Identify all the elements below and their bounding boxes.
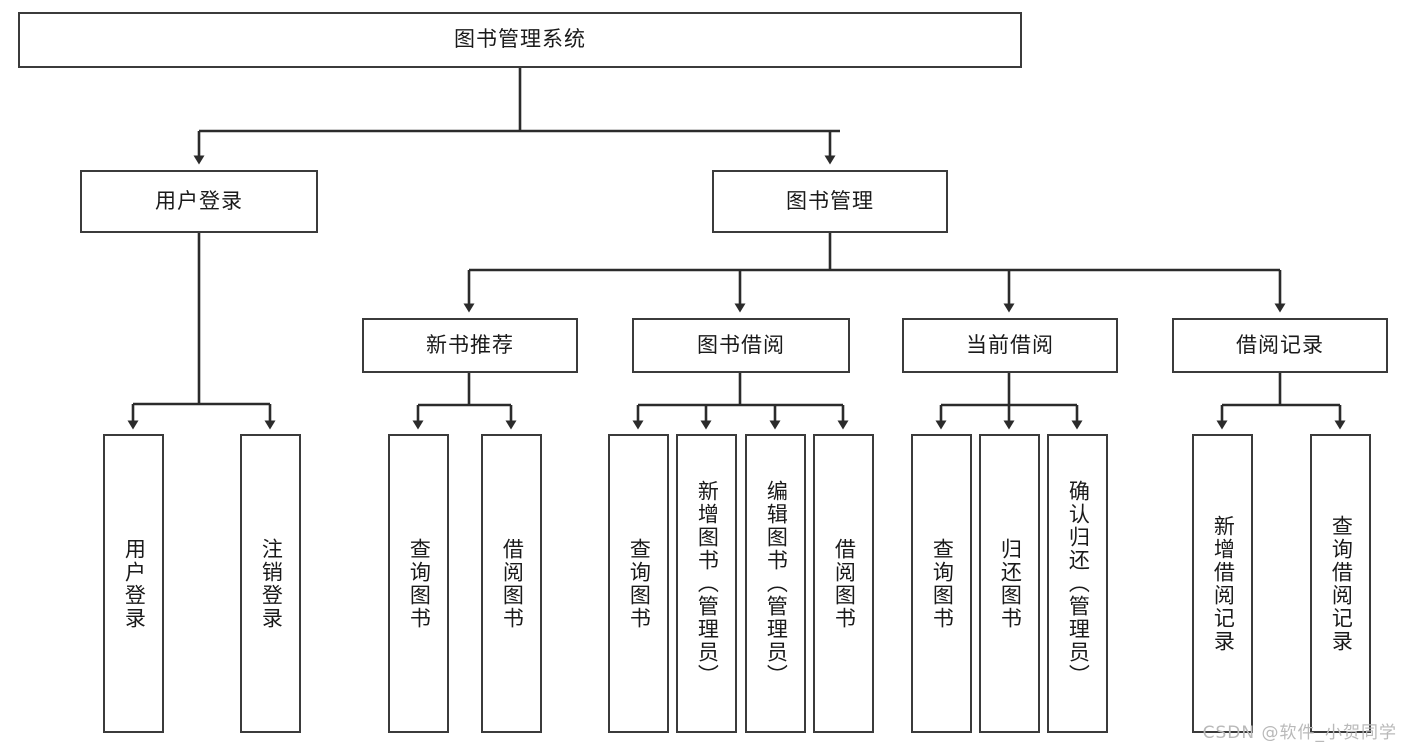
node-leaf-query-book-2[interactable]: 查询图书 bbox=[608, 434, 669, 733]
node-book-borrow[interactable]: 图书借阅 bbox=[632, 318, 850, 373]
node-leaf-user-login[interactable]: 用户登录 bbox=[103, 434, 164, 733]
node-user-login[interactable]: 用户登录 bbox=[80, 170, 318, 233]
node-leaf-add-record[interactable]: 新增借阅记录 bbox=[1192, 434, 1253, 733]
node-book-borrow-label: 图书借阅 bbox=[697, 332, 785, 357]
node-borrow-record-label: 借阅记录 bbox=[1236, 332, 1324, 357]
node-leaf-query-book-1[interactable]: 查询图书 bbox=[388, 434, 449, 733]
node-current-borrow-label: 当前借阅 bbox=[966, 332, 1054, 357]
node-leaf-query-book-3-label: 查询图书 bbox=[930, 537, 955, 630]
node-leaf-edit-book-label: 编辑图书（管理员） bbox=[764, 480, 789, 687]
node-leaf-return-book-label: 归还图书 bbox=[998, 537, 1023, 630]
node-user-login-label: 用户登录 bbox=[155, 188, 243, 213]
node-leaf-query-record[interactable]: 查询借阅记录 bbox=[1310, 434, 1371, 733]
node-root-label: 图书管理系统 bbox=[454, 27, 586, 52]
node-leaf-add-book-label: 新增图书（管理员） bbox=[695, 480, 720, 687]
node-leaf-logout-login-label: 注销登录 bbox=[259, 537, 284, 630]
node-leaf-query-book-2-label: 查询图书 bbox=[627, 537, 652, 630]
node-leaf-query-book-3[interactable]: 查询图书 bbox=[911, 434, 972, 733]
node-leaf-confirm-return-label: 确认归还（管理员） bbox=[1066, 480, 1091, 687]
node-leaf-borrow-book-1[interactable]: 借阅图书 bbox=[481, 434, 542, 733]
node-leaf-query-record-label: 查询借阅记录 bbox=[1329, 514, 1354, 653]
node-leaf-logout-login[interactable]: 注销登录 bbox=[240, 434, 301, 733]
node-borrow-record[interactable]: 借阅记录 bbox=[1172, 318, 1388, 373]
node-leaf-query-book-1-label: 查询图书 bbox=[407, 537, 432, 630]
node-leaf-return-book[interactable]: 归还图书 bbox=[979, 434, 1040, 733]
node-leaf-confirm-return[interactable]: 确认归还（管理员） bbox=[1047, 434, 1108, 733]
node-leaf-add-record-label: 新增借阅记录 bbox=[1211, 514, 1236, 653]
node-new-book-recommend[interactable]: 新书推荐 bbox=[362, 318, 578, 373]
node-leaf-borrow-book-1-label: 借阅图书 bbox=[500, 537, 525, 630]
csdn-watermark: CSDN @软件_小贺同学 bbox=[1202, 723, 1397, 743]
node-current-borrow[interactable]: 当前借阅 bbox=[902, 318, 1118, 373]
node-leaf-borrow-book-2[interactable]: 借阅图书 bbox=[813, 434, 874, 733]
node-leaf-borrow-book-2-label: 借阅图书 bbox=[832, 537, 857, 630]
node-leaf-user-login-label: 用户登录 bbox=[122, 537, 147, 630]
node-book-manage-label: 图书管理 bbox=[786, 188, 874, 213]
node-book-manage[interactable]: 图书管理 bbox=[712, 170, 948, 233]
node-root[interactable]: 图书管理系统 bbox=[18, 12, 1022, 68]
node-new-book-recommend-label: 新书推荐 bbox=[426, 332, 514, 357]
node-leaf-edit-book[interactable]: 编辑图书（管理员） bbox=[745, 434, 806, 733]
node-leaf-add-book[interactable]: 新增图书（管理员） bbox=[676, 434, 737, 733]
